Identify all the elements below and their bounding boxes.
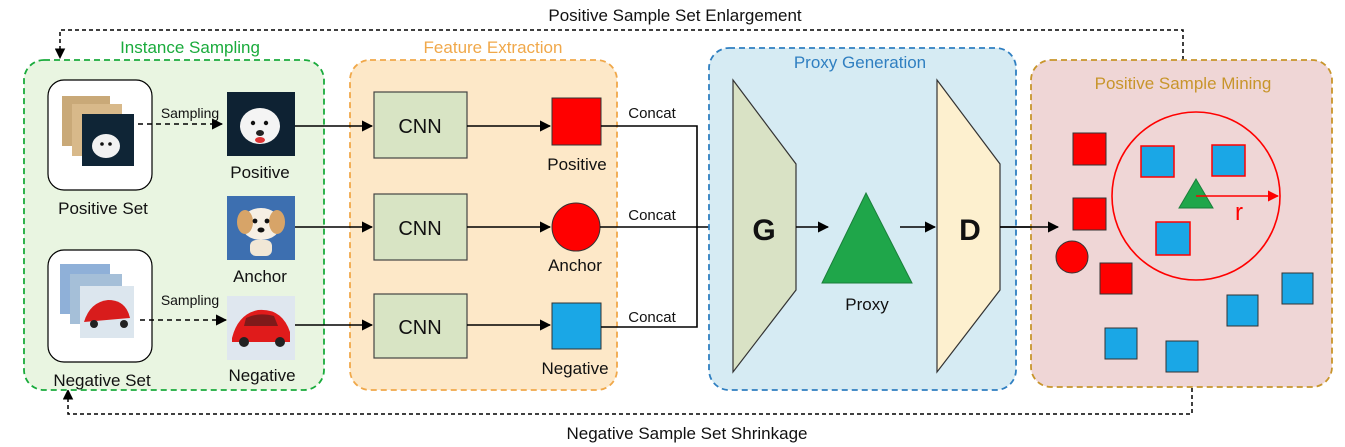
sampling-positive-label: Sampling	[161, 105, 219, 121]
enlargement-loop: Positive Sample Set Enlargement	[54, 6, 1184, 60]
negative-set-label: Negative Set	[53, 371, 151, 390]
mining-radius-circle	[1111, 111, 1281, 281]
negative-feature-square	[551, 302, 602, 350]
anchor-image	[227, 196, 295, 260]
generator-label: G	[752, 214, 775, 247]
positive-sample-mining-panel: Positive Sample Mining r	[1000, 59, 1333, 388]
concat-label-negative: Concat	[628, 309, 676, 326]
cnn-block-negative	[373, 293, 468, 359]
positive-set-images	[62, 96, 134, 166]
cnn-label-positive: CNN	[398, 116, 441, 138]
positive-feature-label: Positive	[547, 155, 607, 174]
generator-block	[732, 78, 797, 374]
negative-sample-inside	[1140, 145, 1175, 178]
negative-feature-label: Negative	[541, 359, 608, 378]
proxy-generation-title: Proxy Generation	[794, 53, 926, 72]
concat-label-anchor: Concat	[628, 207, 676, 224]
positive-feature-square	[551, 97, 602, 146]
concat-label-positive: Concat	[628, 105, 676, 122]
cnn-block-positive	[373, 91, 468, 159]
instance-sampling-title: Instance Sampling	[120, 38, 260, 57]
negative-sample-outside	[1104, 327, 1138, 360]
negative-sample-outside	[1281, 272, 1314, 305]
negative-label: Negative	[228, 366, 295, 385]
negative-set: Negative Set	[47, 249, 153, 390]
positive-sample-outside	[1099, 262, 1133, 295]
proxy-triangle	[821, 191, 913, 284]
negative-sample-inside	[1211, 144, 1246, 177]
anchor-label: Anchor	[233, 267, 287, 286]
negative-sample-outside	[1226, 294, 1259, 327]
positive-image	[227, 92, 295, 156]
shrinkage-loop: Negative Sample Set Shrinkage	[62, 388, 1193, 443]
negative-sample-inside	[1155, 221, 1191, 256]
sampling-negative-label: Sampling	[161, 292, 219, 308]
proxy-label: Proxy	[845, 295, 889, 314]
feature-extraction-panel: Feature Extraction CNN CNN CNN Positive …	[295, 38, 618, 391]
feature-extraction-title: Feature Extraction	[424, 38, 563, 57]
shrinkage-label: Negative Sample Set Shrinkage	[567, 424, 808, 443]
positive-sample-outside	[1072, 197, 1107, 231]
positive-set: Positive Set	[47, 79, 153, 218]
negative-sample-outside	[1165, 340, 1199, 373]
discriminator-label: D	[959, 214, 981, 247]
cnn-label-negative: CNN	[398, 317, 441, 339]
discriminator-block	[936, 78, 1001, 374]
enlargement-label: Positive Sample Set Enlargement	[548, 6, 802, 25]
positive-set-label: Positive Set	[58, 199, 148, 218]
instance-sampling-panel: Instance Sampling Positive Set	[23, 38, 325, 391]
positive-label: Positive	[230, 163, 290, 182]
anchor-feature-circle	[551, 202, 601, 252]
anchor-feature-label: Anchor	[548, 256, 602, 275]
mining-proxy-triangle	[1178, 178, 1214, 209]
positive-sample-mining-title: Positive Sample Mining	[1095, 74, 1272, 93]
cnn-block-anchor	[373, 193, 468, 261]
negative-image	[227, 296, 295, 360]
cnn-label-anchor: CNN	[398, 218, 441, 240]
concat-connections: Concat Concat Concat	[600, 105, 730, 328]
radius-label: r	[1235, 199, 1243, 226]
positive-sample-outside	[1072, 132, 1107, 166]
proxy-generation-panel: Proxy Generation G Proxy D	[708, 47, 1060, 391]
anchor-sample-circle	[1055, 240, 1089, 274]
negative-set-images	[60, 264, 134, 338]
